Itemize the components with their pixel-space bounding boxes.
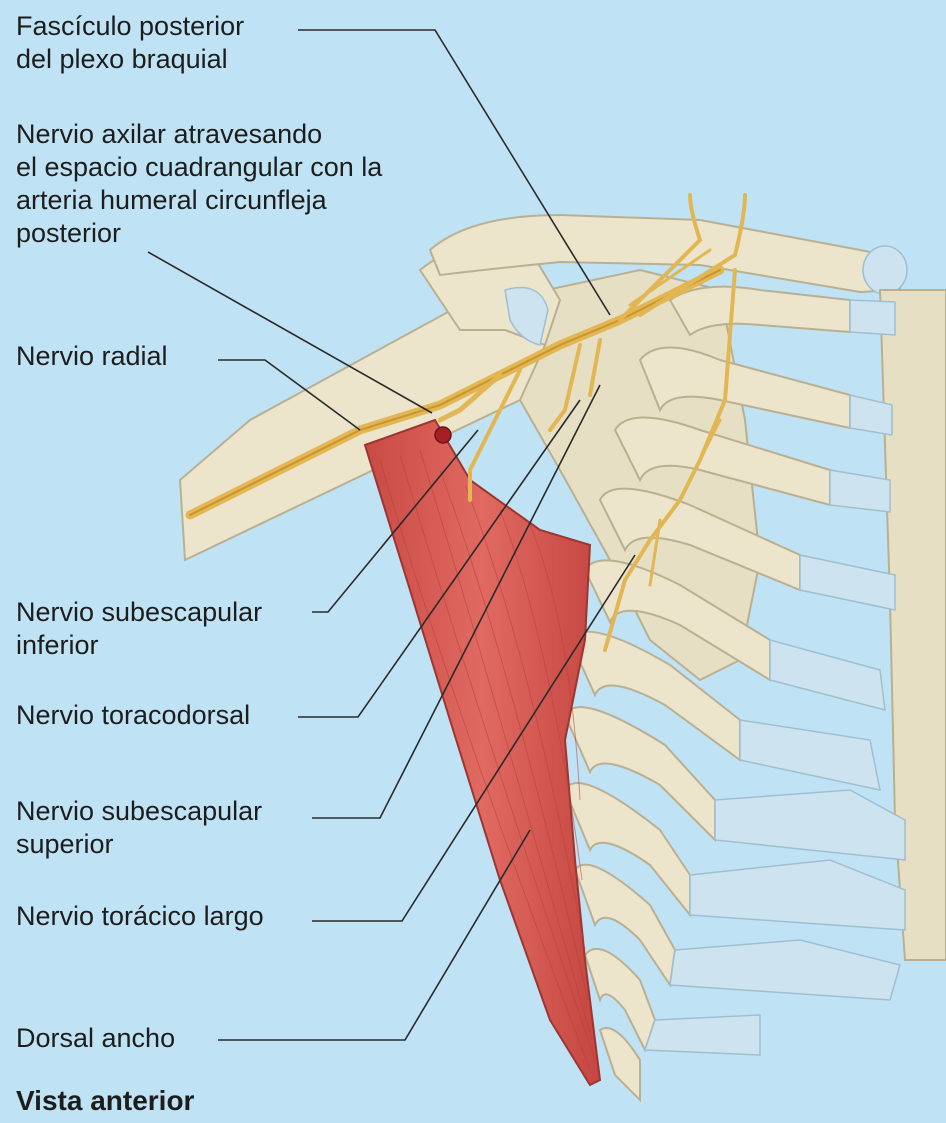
circumflex-artery (435, 427, 451, 443)
sternum (880, 290, 946, 960)
label-latissimus: Dorsal ancho (16, 1022, 175, 1055)
label-lower-subscapular: Nervio subescapular inferior (16, 596, 262, 662)
clavicle-end (863, 246, 907, 294)
latissimus-dorsi (365, 420, 600, 1085)
rib-11 (600, 1028, 640, 1100)
leader-latissimus (218, 830, 530, 1040)
leader-axillary (148, 252, 432, 413)
label-thoracodorsal: Nervio toracodorsal (16, 699, 250, 732)
label-posterior-cord: Fascículo posterior del plexo braquial (16, 10, 244, 76)
label-axillary-nerve: Nervio axilar atravesando el espacio cua… (16, 118, 382, 250)
view-title: Vista anterior (16, 1085, 194, 1117)
label-upper-subscapular: Nervio subescapular superior (16, 795, 262, 861)
label-long-thoracic: Nervio torácico largo (16, 900, 264, 933)
rib-1 (670, 287, 850, 335)
label-radial-nerve: Nervio radial (16, 340, 168, 373)
